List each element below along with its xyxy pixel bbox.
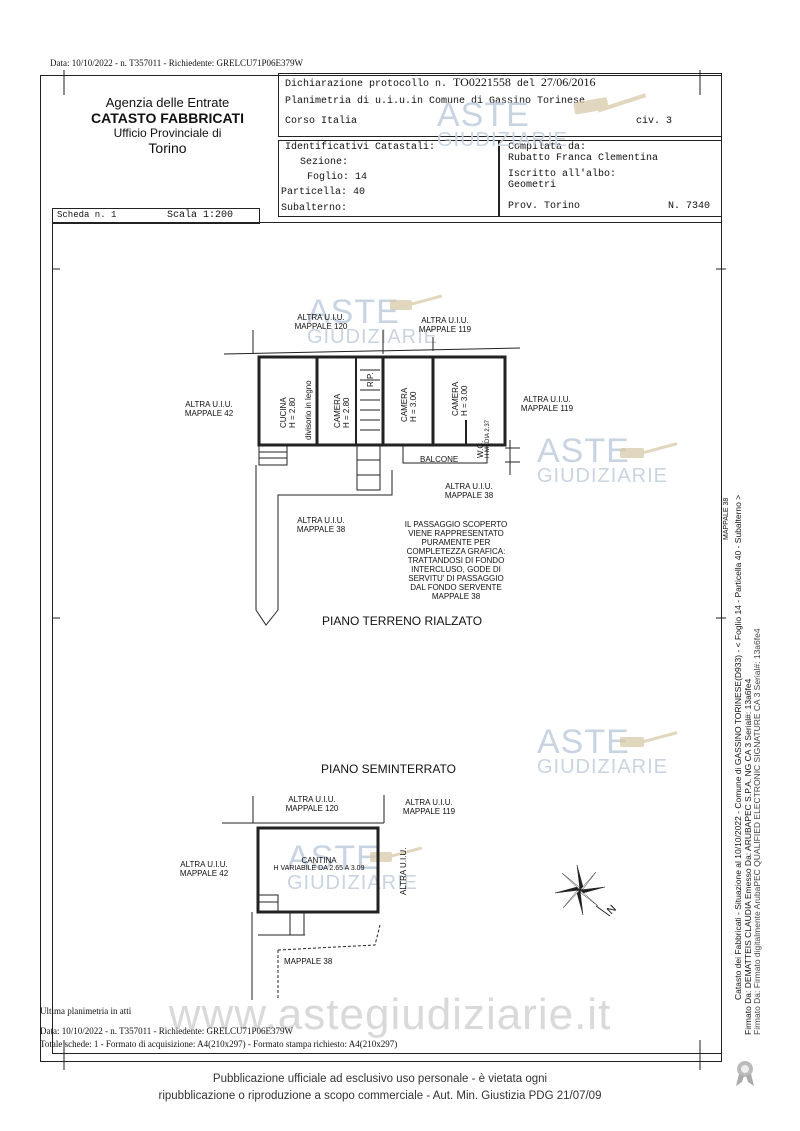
bs-altra-120: ALTRA U.I.U. MAPPALE 120 xyxy=(285,795,339,813)
prov-label: Prov. Torino xyxy=(508,201,581,212)
dichiarazione-label: Dichiarazione protocollo n. xyxy=(285,79,448,90)
drawing-frame xyxy=(52,222,722,1054)
bs-altra-right: ALTRA U.I.U. xyxy=(399,847,408,895)
scala-label: Scala 1:200 xyxy=(167,210,234,221)
top-info-line: Data: 10/10/2022 - n. T357011 - Richiede… xyxy=(50,58,303,68)
gf-altra-38-b: ALTRA U.I.U. MAPPALE 38 xyxy=(296,516,346,534)
publication-notice: Pubblicazione ufficiale ad esclusivo uso… xyxy=(158,1073,602,1102)
protocol-line: Dichiarazione protocollo n. TO0221558 de… xyxy=(285,75,596,90)
passage-note: IL PASSAGGIO SCOPERTO VIENE RAPPRESENTAT… xyxy=(404,520,508,601)
planimetria-line: Planimetria di u.i.u.in Comune di Gassin… xyxy=(285,96,586,107)
bs-altra-42: ALTRA U.I.U. MAPPALE 42 xyxy=(179,860,229,878)
iscritto-value: Geometri xyxy=(508,180,557,191)
site-watermark: www.astegiudiziarie.it xyxy=(168,990,612,1039)
ultima-planimetria: Ultima planimetria in atti xyxy=(40,1006,132,1016)
city-label: Torino xyxy=(148,140,187,156)
agency-name: Agenzia delle Entrate xyxy=(105,95,230,110)
gf-altra-119-right: ALTRA U.I.U. MAPPALE 119 xyxy=(520,395,574,413)
basement-title: PIANO SEMINTERRATO xyxy=(321,762,456,776)
foglio-label: Foglio: 14 xyxy=(307,172,368,183)
bs-mappale-38: MAPPALE 38 xyxy=(284,957,333,966)
protocol-number: TO0221558 xyxy=(453,75,511,89)
identificativi-box xyxy=(278,140,500,217)
header-agency-block: Agenzia delle Entrate CATASTO FABBRICATI… xyxy=(70,95,265,156)
sezione-label: Sezione: xyxy=(300,157,349,168)
compilata-name: Rubatto Franca Clementina xyxy=(508,153,659,164)
address-line: Corso Italia xyxy=(285,116,358,127)
bottom-data-line: Data: 10/10/2022 - n. T357011 - Richiede… xyxy=(40,1026,293,1036)
side-text-firmato-2: Firmato Da: Firmato digitalmente ArubaPE… xyxy=(752,628,762,1035)
albo-number: N. 7340 xyxy=(668,201,711,212)
particella-label: Particella: 40 xyxy=(281,187,366,198)
ribbon-badge-icon xyxy=(736,1061,754,1086)
identificativi-label: Identificativi Catastali: xyxy=(285,142,436,153)
iscritto-label: Iscritto all'albo: xyxy=(508,169,617,180)
bs-altra-119: ALTRA U.I.U. MAPPALE 119 xyxy=(402,798,456,816)
side-text-mappale: MAPPALE 38 xyxy=(723,497,730,540)
gf-altra-42: ALTRA U.I.U. MAPPALE 42 xyxy=(184,400,234,418)
bottom-totale-line: Totale schede: 1 - Formato di acquisizio… xyxy=(40,1039,398,1049)
civ-line: civ. 3 xyxy=(636,116,673,127)
del-label: del xyxy=(516,79,535,90)
gf-altra-119-top: ALTRA U.I.U. MAPPALE 119 xyxy=(418,316,472,334)
protocol-box xyxy=(278,73,722,137)
room-cantina: CANTINA H VARIABILE DA 2.65 A 3.09 xyxy=(273,856,365,872)
gf-altra-38-a: ALTRA U.I.U. MAPPALE 38 xyxy=(444,482,494,500)
catasto-title: CATASTO FABBRICATI xyxy=(91,110,244,126)
scheda-box xyxy=(52,208,260,224)
compilata-box xyxy=(498,140,722,217)
side-text-catasto: Catasto dei Fabbricati - Situazione al 1… xyxy=(733,494,743,1000)
compass-rose-icon xyxy=(554,864,611,917)
subalterno-label: Subalterno: xyxy=(281,203,348,214)
ground-floor-title: PIANO TERRENO RIALZATO xyxy=(322,614,483,628)
balcone-label: BALCONE xyxy=(420,455,459,464)
scheda-label: Scheda n. 1 xyxy=(57,210,117,220)
compilata-label: Compilata da: xyxy=(508,142,587,153)
gf-altra-120: ALTRA U.I.U. MAPPALE 120 xyxy=(294,313,348,331)
protocol-date: 27/06/2016 xyxy=(540,75,596,89)
ufficio-label: Ufficio Provinciale di xyxy=(113,126,222,140)
